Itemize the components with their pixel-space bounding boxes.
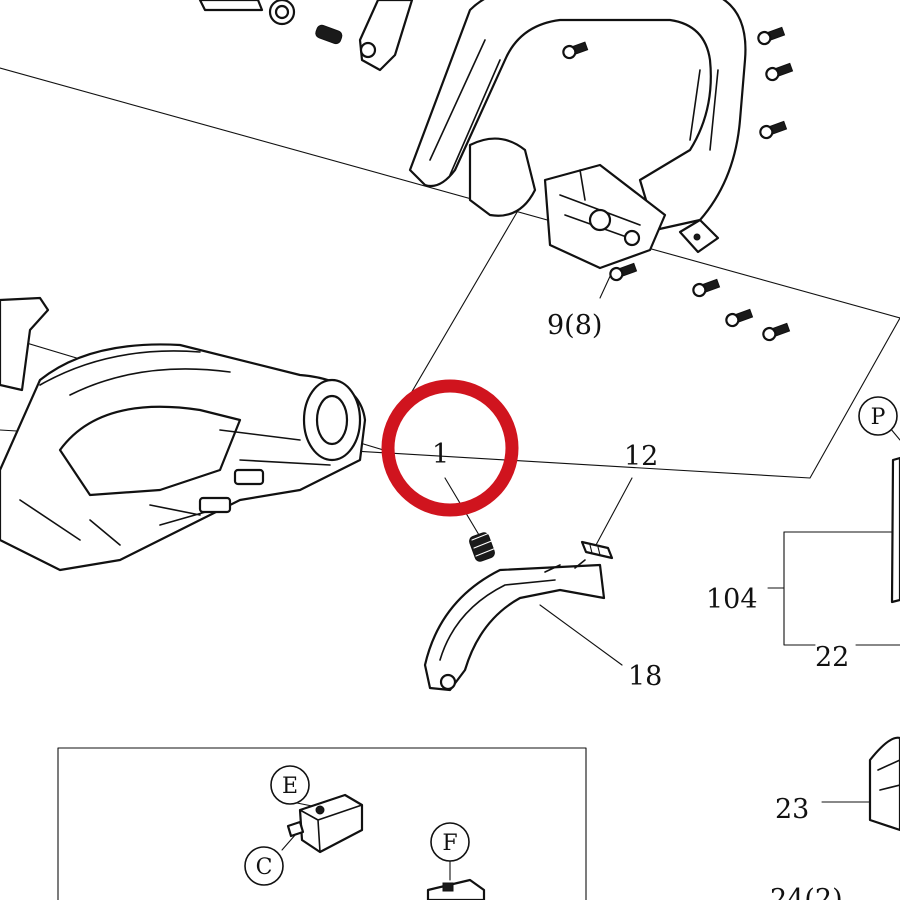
bubble-e xyxy=(270,765,310,805)
bracket-104-side xyxy=(783,531,816,646)
bubble-p xyxy=(858,396,898,436)
housing-left xyxy=(0,296,367,572)
bubble-p-label: P xyxy=(871,405,886,430)
lever-part-18 xyxy=(423,559,606,692)
callout-9-8: 9(8) xyxy=(547,310,602,341)
callout-labels: 9(8) 1 12 18 104 22 23 24(2) xyxy=(432,310,849,900)
callout-22: 22 xyxy=(815,642,849,673)
bubble-f xyxy=(430,822,470,862)
pin-part-12 xyxy=(580,540,614,560)
callout-104: 104 xyxy=(706,584,758,615)
right-parts xyxy=(868,456,900,832)
callout-1: 1 xyxy=(432,439,449,470)
leader-c xyxy=(281,833,297,851)
leader-18 xyxy=(539,604,623,666)
letter-bubbles: P E C F xyxy=(244,396,898,886)
top-left-parts xyxy=(198,0,414,72)
lower-detail-box xyxy=(57,747,587,900)
upper-diagonal-line xyxy=(0,67,900,319)
screws xyxy=(562,26,794,342)
highlight-ring xyxy=(381,379,519,517)
bubble-c-label: C xyxy=(256,855,273,880)
spring-part-1 xyxy=(469,531,497,562)
callout-18: 18 xyxy=(628,661,662,692)
handle-housing-top xyxy=(408,0,747,270)
leader-12 xyxy=(595,477,633,546)
callout-24-2: 24(2) xyxy=(770,884,843,900)
callout-12: 12 xyxy=(624,441,658,472)
leader-to-handle xyxy=(409,189,531,396)
bubble-e-label: E xyxy=(282,774,298,799)
bubble-c xyxy=(244,846,284,886)
bubble-f-label: F xyxy=(442,831,457,856)
callout-23: 23 xyxy=(775,794,809,825)
detail-frame xyxy=(57,747,587,900)
